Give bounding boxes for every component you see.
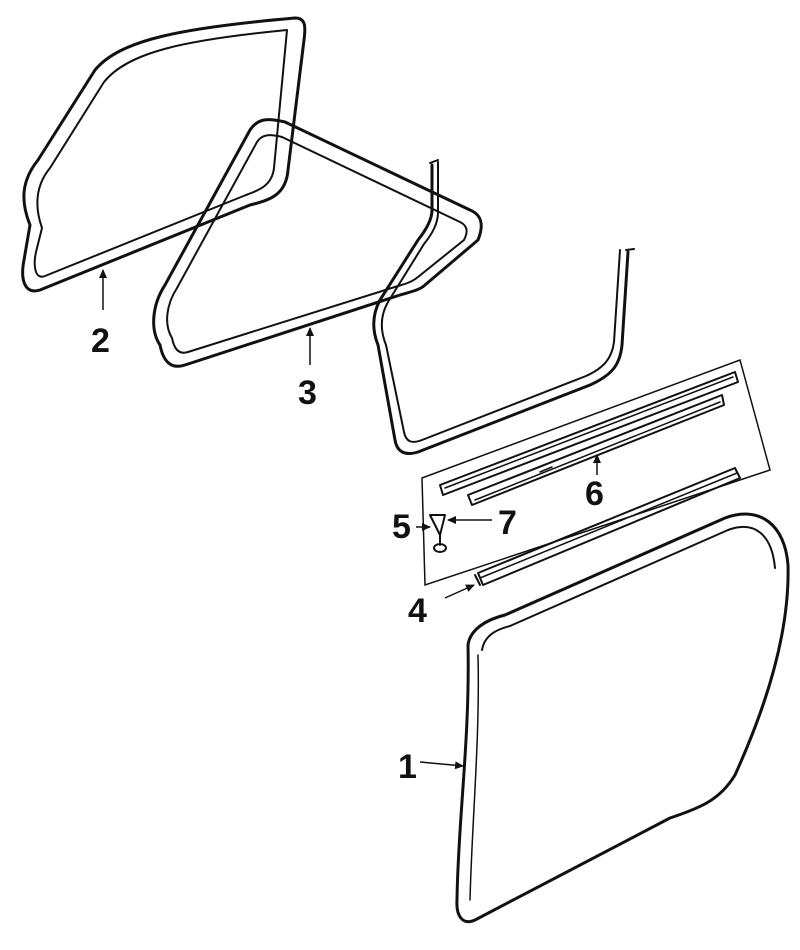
weatherstrip-door-opening [372,159,635,455]
weatherstrip-front-door [21,16,307,293]
callout-4: 4 [408,592,427,630]
belt-molding-lower [467,394,725,506]
moldings-inset-panel [421,359,771,587]
callout-2: 2 [91,322,110,360]
leader-1 [419,761,464,770]
body-side-molding [474,467,741,586]
door-shell [455,512,790,924]
weatherstrip-rear-door [152,118,483,368]
callout-7: 7 [498,504,517,542]
leader-4 [444,584,475,599]
belt-molding-upper [439,371,739,496]
callout-3: 3 [298,374,317,412]
callout-numbers: 1 2 3 4 5 6 7 [91,322,604,786]
callout-1: 1 [398,748,417,786]
callout-6: 6 [585,475,604,513]
callout-5: 5 [392,508,411,546]
molding-clip [429,514,447,553]
leader-lines [99,269,601,770]
